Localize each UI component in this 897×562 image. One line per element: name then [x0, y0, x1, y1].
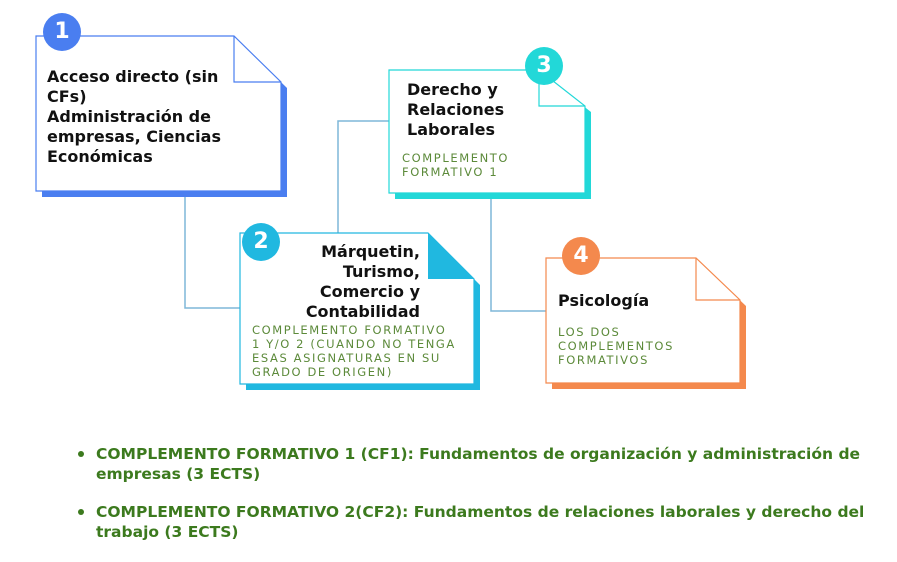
node-4-card — [545, 257, 746, 389]
node-2-title-line: Turismo, — [342, 262, 420, 281]
node-4-title-line: Psicología — [558, 291, 650, 310]
node-1-title-line: Administración de — [47, 107, 211, 126]
node-2-subtitle: COMPLEMENTO FORMATIVO 1 Y/O 2 (CUANDO NO… — [252, 323, 456, 379]
node-3-subtitle-line: FORMATIVO 1 — [402, 165, 499, 179]
node-3-card — [388, 69, 591, 199]
node-3-title-line: Derecho y — [407, 80, 498, 99]
node-3-title-line: Relaciones — [407, 100, 505, 119]
node-3-subtitle-line: COMPLEMENTO — [402, 151, 510, 165]
node-2-subtitle-line: 1 Y/O 2 (CUANDO NO TENGA — [252, 337, 456, 351]
complement-note-text: COMPLEMENTO FORMATIVO 1 (CF1): Fundament… — [96, 445, 861, 483]
node-4-title: Psicología — [558, 291, 649, 311]
node-2-subtitle-line: COMPLEMENTO FORMATIVO — [252, 323, 447, 337]
node-1-title-line: CFs) — [47, 87, 87, 106]
node-1-number-badge: 1 — [43, 13, 81, 51]
connector-1-2 — [184, 195, 240, 309]
node-2-title: Márquetin, Turismo, Comercio y Contabili… — [300, 242, 420, 322]
bullet-dot-icon — [78, 451, 84, 457]
connector-3-4 — [490, 195, 546, 312]
complement-note-item: COMPLEMENTO FORMATIVO 2(CF2): Fundamento… — [78, 502, 878, 542]
node-1-title: Acceso directo (sin CFs) Administración … — [47, 67, 221, 167]
node-2-subtitle-line: ESAS ASIGNATURAS EN SU — [252, 351, 441, 365]
node-1-card — [35, 35, 287, 197]
node-1-title-line: Acceso directo (sin — [47, 67, 219, 86]
complement-notes-list: COMPLEMENTO FORMATIVO 1 (CF1): Fundament… — [78, 444, 878, 560]
node-4-subtitle-line: COMPLEMENTOS — [558, 339, 674, 353]
node-4-subtitle: LOS DOS COMPLEMENTOS FORMATIVOS — [558, 325, 674, 367]
node-2-subtitle-line: GRADO DE ORIGEN) — [252, 365, 393, 379]
node-2-title-line: Márquetin, — [321, 242, 420, 261]
node-3-number-badge: 3 — [525, 47, 563, 85]
bullet-dot-icon — [78, 509, 84, 515]
node-2-title-line: Contabilidad — [305, 302, 420, 321]
node-2-title-line: Comercio y — [319, 282, 420, 301]
complement-note-item: COMPLEMENTO FORMATIVO 1 (CF1): Fundament… — [78, 444, 878, 484]
node-2-card — [239, 232, 480, 390]
node-2-number-badge: 2 — [242, 223, 280, 261]
node-4-number-badge: 4 — [562, 237, 600, 275]
node-3-title: Derecho y Relaciones Laborales — [407, 80, 504, 140]
node-4-subtitle-line: LOS DOS — [558, 325, 621, 339]
node-3-subtitle: COMPLEMENTO FORMATIVO 1 — [402, 151, 509, 179]
complement-note-text: COMPLEMENTO FORMATIVO 2(CF2): Fundamento… — [96, 503, 865, 541]
connector-2-3 — [337, 120, 389, 238]
node-3-title-line: Laborales — [407, 120, 495, 139]
connectors — [184, 120, 546, 312]
node-1-title-line: empresas, Ciencias — [47, 127, 221, 146]
node-4-subtitle-line: FORMATIVOS — [558, 353, 649, 367]
node-1-title-line: Económicas — [47, 147, 153, 166]
